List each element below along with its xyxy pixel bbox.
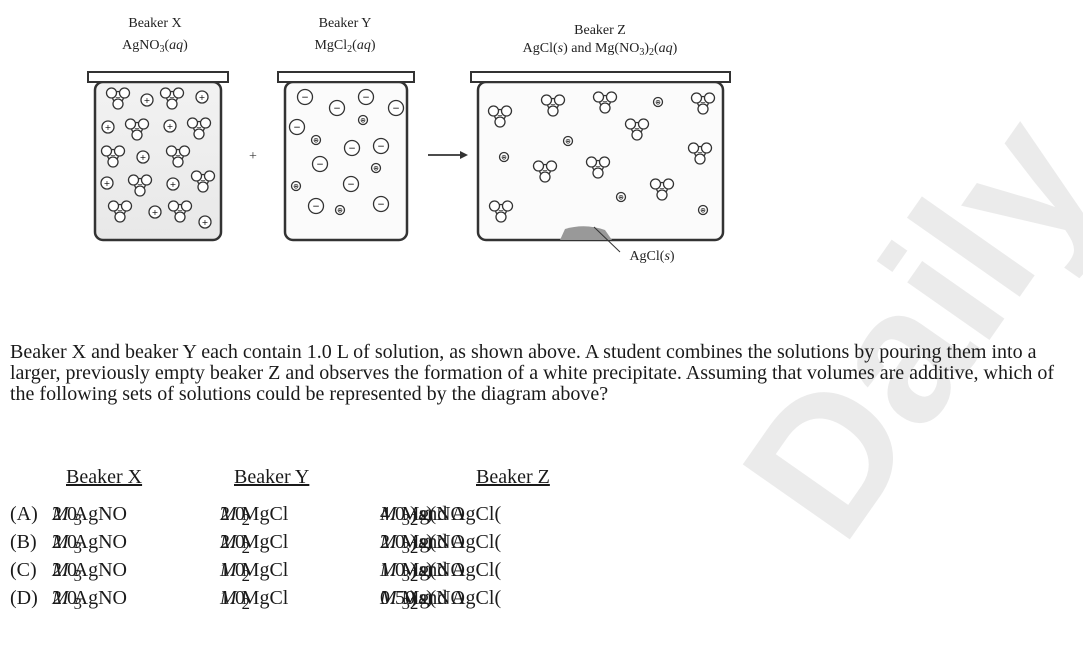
reaction-diagram: − + ⊕ − + xyxy=(87,71,731,253)
beaker-x-formula: AgNO3(aq) xyxy=(122,38,188,55)
precipitate-label: AgCl(s) xyxy=(629,249,675,264)
beaker-z-formula: AgCl(s) and Mg(NO3)2(aq) xyxy=(522,41,678,58)
question-text: Beaker X and beaker Y each contain 1.0 L… xyxy=(10,341,1055,405)
header-beaker-y: Beaker Y xyxy=(234,466,310,488)
beaker-y-name: Beaker Y xyxy=(318,16,372,31)
beaker-y-formula: MgCl2(aq) xyxy=(314,38,376,55)
beaker-z-name: Beaker Z xyxy=(574,23,626,38)
beaker-z-label: Beaker Z AgCl(s) and Mg(NO3)2(aq) xyxy=(480,20,720,64)
beaker-x-label: Beaker X AgNO3(aq) xyxy=(95,13,215,61)
header-beaker-z: Beaker Z xyxy=(476,466,550,488)
beaker-x xyxy=(87,71,229,242)
plus-sign: + xyxy=(249,149,257,164)
beaker-x-name: Beaker X xyxy=(128,16,182,31)
beaker-y xyxy=(277,71,415,242)
reaction-arrow xyxy=(428,151,468,159)
beaker-y-label: Beaker Y MgCl2(aq) xyxy=(285,13,405,61)
beaker-z xyxy=(470,71,731,253)
precipitate xyxy=(560,226,612,240)
header-beaker-x: Beaker X xyxy=(66,466,143,488)
